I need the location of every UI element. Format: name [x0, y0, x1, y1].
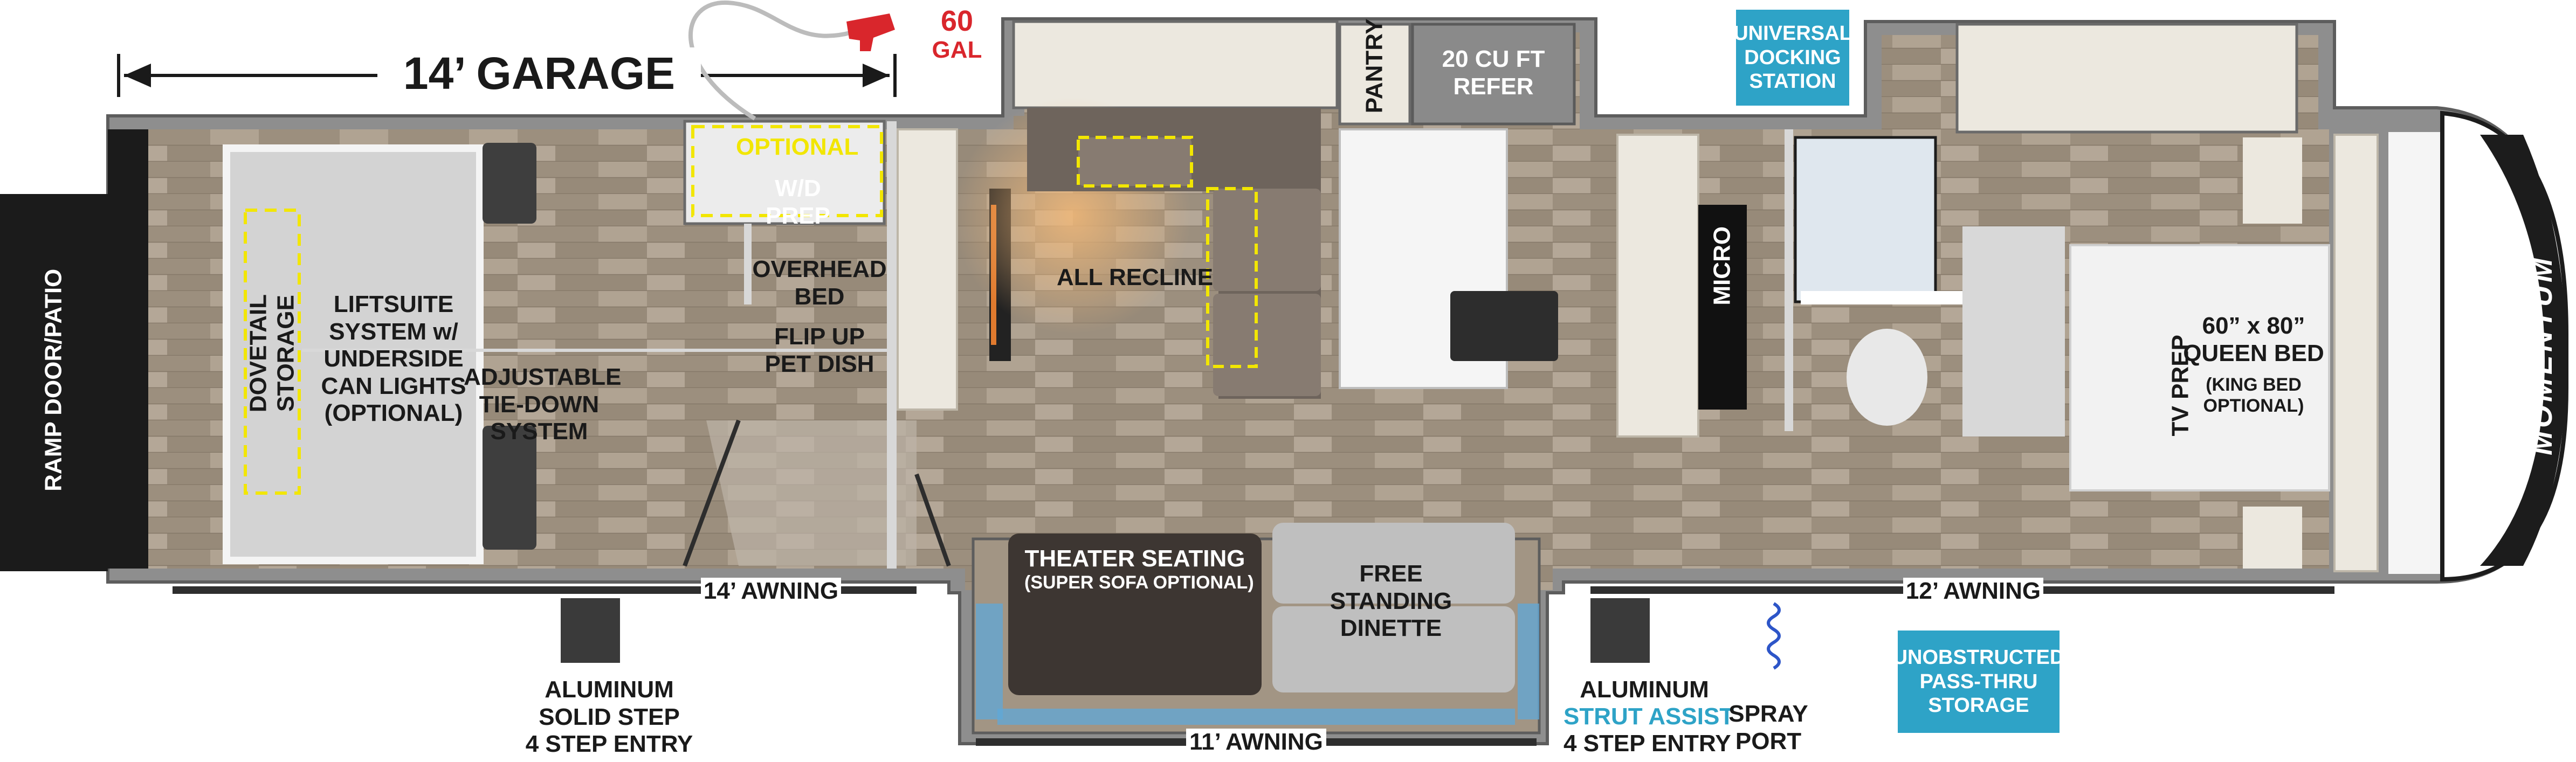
front-step-label-3: 4 STEP ENTRY — [1563, 730, 1731, 757]
sofa-cushion-2 — [1213, 189, 1321, 291]
middle-slide-window — [997, 709, 1515, 725]
entertainment-cabinet — [897, 128, 958, 411]
theater-seating — [1008, 534, 1262, 695]
ramp-door-label: RAMP DOOR/PATIO — [40, 268, 67, 491]
liftsuite-label: LIFTSUITE SYSTEM w/ UNDERSIDE CAN LIGHTS… — [321, 291, 466, 427]
refer-label: 20 CU FT REFER — [1442, 46, 1545, 100]
all-recline-label: ALL RECLINE — [1057, 264, 1214, 290]
tiedown-label: ADJUSTABLE TIE-DOWN SYSTEM — [464, 364, 622, 445]
queen-bed — [2069, 244, 2330, 491]
rear-step-label: ALUMINUM SOLID STEP 4 STEP ENTRY — [525, 676, 693, 758]
dinette-label: FREE STANDING DINETTE — [1330, 560, 1452, 642]
super-sofa-label: (SUPER SOFA OPTIONAL) — [1024, 572, 1254, 593]
closet-shelf — [2388, 132, 2442, 574]
window-bench-right — [1518, 604, 1539, 719]
window-bench-left — [976, 604, 1003, 719]
wall-garage-living — [887, 121, 897, 569]
pass-thru-badge: UNOBSTRUCTED PASS-THRU STORAGE — [1893, 631, 2064, 733]
awning-middle-label: 11’ AWNING — [1186, 729, 1326, 756]
recliner-highlight-1 — [1077, 136, 1193, 188]
pet-dish-label: FLIP UP PET DISH — [764, 323, 874, 377]
dresser — [1962, 226, 2065, 437]
ramp-frame — [108, 129, 148, 569]
kitchen-sink — [1450, 291, 1558, 361]
stair-rail-2 — [914, 473, 951, 567]
microwave — [1698, 205, 1747, 410]
docking-station-badge: UNIVERSAL DOCKING STATION — [1733, 10, 1852, 106]
nightstand-top — [2243, 137, 2302, 224]
garage-bath — [683, 120, 886, 225]
liftsuite-bed — [223, 144, 484, 564]
theater-seating-label: THEATER SEATING — [1024, 545, 1245, 572]
vanity — [1801, 291, 1989, 304]
king-bed-label: (KING BED OPTIONAL) — [2203, 375, 2304, 417]
garage-sofa-top — [483, 143, 536, 224]
fuel-hose — [688, 0, 853, 121]
fuel-capacity: 60 — [940, 5, 974, 37]
awning-front-label: 12’ AWNING — [1903, 578, 2043, 605]
wd-optional-label: OPTIONAL — [736, 134, 859, 160]
front-step-label-1: ALUMINUM — [1580, 676, 1709, 703]
garage-closet-wall — [744, 224, 752, 304]
front-entry-steps — [1590, 598, 1650, 663]
pantry-label: PANTRY — [1361, 18, 1388, 114]
fuel-unit: GAL — [932, 37, 982, 63]
bed-headboard — [2333, 134, 2379, 572]
living-slide — [1012, 20, 1339, 109]
ramp-door — [0, 194, 108, 571]
front-step-label-2: STRUT ASSIST — [1563, 703, 1734, 730]
fuel-nozzle-icon — [846, 13, 895, 51]
queen-bed-label: 60” x 80” QUEEN BED — [2183, 313, 2324, 366]
nightstand-bottom — [2243, 507, 2302, 569]
toilet — [1847, 329, 1927, 426]
garage-arrow-left — [124, 64, 151, 87]
front-cap-stripe — [2480, 135, 2566, 566]
wall-bath — [1785, 129, 1793, 431]
overhead-bed-label: OVERHEAD BED — [752, 256, 887, 310]
garage-stairs — [706, 420, 917, 566]
dinette-seat-bottom — [1272, 606, 1515, 692]
rear-entry-steps — [561, 598, 620, 663]
sofa-cushion-3 — [1213, 294, 1321, 396]
spray-port-label: SPRAY PORT — [1728, 701, 1808, 754]
dovetail-storage-outline — [244, 209, 301, 495]
micro-cabinet — [1616, 134, 1699, 438]
refrigerator — [1411, 23, 1576, 126]
wd-prep-label: W/D PREP — [766, 175, 830, 229]
wd-prep-outline — [691, 125, 883, 217]
garage-arrow-right — [863, 64, 890, 87]
awning-rear-label: 14’ AWNING — [701, 578, 841, 605]
micro-label: MICRO — [1709, 226, 1735, 306]
dovetail-storage-label: DOVETAIL STORAGE — [245, 294, 299, 413]
front-closet — [1955, 23, 2298, 134]
stair-rail-1 — [683, 419, 741, 567]
brand-logo: MOMENTUM — [2525, 255, 2558, 456]
sofa-cushion-1 — [1078, 137, 1191, 186]
recliner-highlight-2 — [1206, 187, 1258, 368]
strut-spring — [1767, 602, 1781, 670]
shower — [1794, 136, 1937, 303]
dinette-seat-top — [1272, 523, 1515, 604]
garage-dimension-label: 14’ GARAGE — [377, 47, 701, 100]
pantry — [1338, 23, 1411, 126]
garage-sofa-bottom — [483, 426, 536, 550]
